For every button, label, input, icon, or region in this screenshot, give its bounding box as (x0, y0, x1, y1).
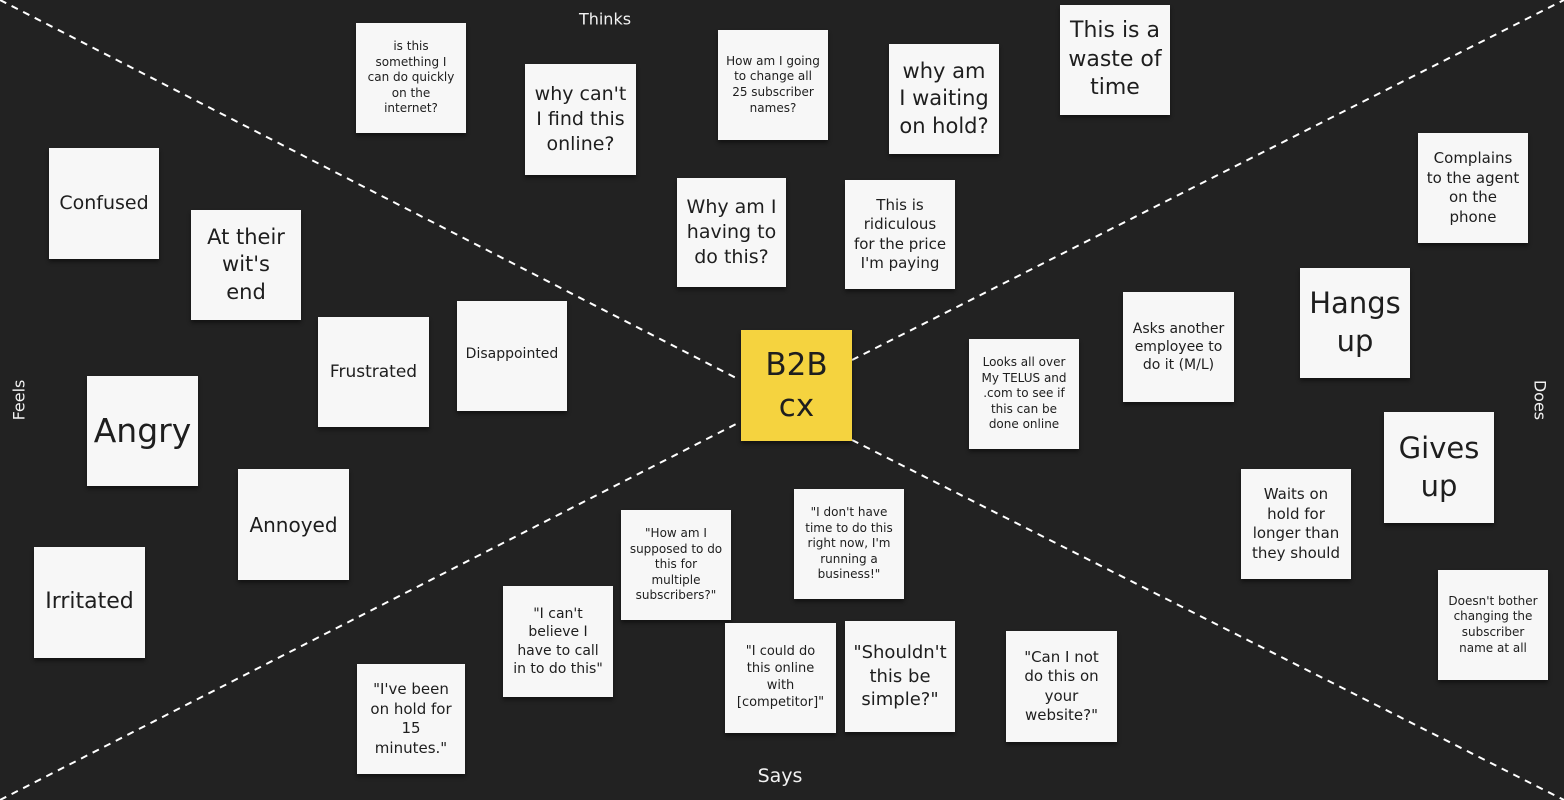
note-text: Waits on hold for longer than they shoul… (1252, 485, 1340, 562)
note-text: "I can't believe I have to call in to do… (513, 606, 603, 677)
sticky-note-does[interactable]: Complains to the agent on the phone (1418, 133, 1528, 243)
sticky-note-feels[interactable]: Irritated (34, 547, 145, 658)
note-text: Disappointed (465, 346, 559, 362)
divider-top-right (851, 0, 1564, 361)
sticky-note-does[interactable]: Asks another employee to do it (M/L) (1123, 292, 1234, 402)
note-text: "Shouldn't this be simple?" (853, 642, 947, 711)
note-text: Complains to the agent on the phone (1426, 149, 1520, 226)
sticky-note-says[interactable]: "Shouldn't this be simple?" (845, 621, 955, 732)
note-text: This is a waste of time (1068, 18, 1162, 101)
divider-bottom-right (851, 439, 1564, 800)
sticky-note-feels[interactable]: Frustrated (318, 317, 429, 427)
sticky-note-says[interactable]: "Can I not do this on your website?" (1006, 631, 1117, 742)
sticky-note-thinks[interactable]: How am I going to change all 25 subscrib… (718, 30, 828, 140)
note-text: Angry (93, 410, 192, 450)
note-text: "How am I supposed to do this for multip… (629, 526, 723, 603)
note-text: "I don't have time to do this right now,… (805, 505, 893, 582)
note-text: Why am I having to do this? (686, 196, 777, 268)
sticky-note-does[interactable]: Gives up (1384, 412, 1494, 523)
sticky-note-feels[interactable]: At their wit's end (191, 210, 301, 320)
note-text: Gives up (1398, 430, 1480, 503)
sticky-note-says[interactable]: "How am I supposed to do this for multip… (621, 510, 731, 620)
sticky-note-thinks[interactable]: This is a waste of time (1060, 5, 1170, 115)
sticky-note-feels[interactable]: Angry (87, 376, 198, 486)
note-text: This is ridiculous for the price I'm pay… (853, 195, 947, 273)
sticky-note-thinks[interactable]: This is ridiculous for the price I'm pay… (845, 180, 955, 289)
note-text: At their wit's end (207, 225, 285, 304)
note-text: Looks all over My TELUS and .com to see … (981, 355, 1067, 432)
sticky-note-thinks[interactable]: Why am I having to do this? (677, 178, 786, 287)
divider-bottom-left (0, 421, 741, 800)
sticky-note-does[interactable]: Waits on hold for longer than they shoul… (1241, 469, 1351, 579)
sticky-note-feels[interactable]: Annoyed (238, 469, 349, 580)
sticky-note-feels[interactable]: Disappointed (457, 301, 567, 411)
sticky-note-says[interactable]: "I can't believe I have to call in to do… (503, 586, 613, 697)
quadrant-label-thinks: Thinks (578, 9, 632, 29)
center-sticky-note[interactable]: B2B cx (741, 330, 852, 441)
sticky-note-says[interactable]: "I don't have time to do this right now,… (794, 489, 904, 599)
sticky-note-says[interactable]: "I've been on hold for 15 minutes." (357, 664, 465, 774)
note-text: why can't I find this online? (534, 83, 627, 155)
center-note-text: B2B cx (765, 347, 828, 424)
note-text: Asks another employee to do it (M/L) (1132, 320, 1225, 374)
sticky-note-thinks[interactable]: is this something I can do quickly on th… (356, 23, 466, 133)
note-text: Irritated (45, 589, 134, 615)
sticky-note-does[interactable]: Doesn't bother changing the subscriber n… (1438, 570, 1548, 680)
note-text: Frustrated (329, 361, 418, 382)
sticky-note-says[interactable]: "I could do this online with [competitor… (725, 623, 836, 733)
sticky-note-does[interactable]: Hangs up (1300, 268, 1410, 378)
quadrant-label-feels: Feels (9, 379, 29, 421)
quadrant-label-does: Does (1530, 379, 1550, 421)
note-text: Hangs up (1309, 286, 1401, 358)
quadrant-label-says: Says (757, 765, 803, 787)
note-text: why am I waiting on hold? (899, 59, 989, 138)
note-text: Annoyed (249, 512, 338, 537)
note-text: "I've been on hold for 15 minutes." (370, 680, 452, 757)
sticky-note-feels[interactable]: Confused (49, 148, 159, 259)
note-text: "I could do this online with [competitor… (736, 644, 825, 710)
note-text: How am I going to change all 25 subscrib… (726, 53, 820, 115)
note-text: is this something I can do quickly on th… (367, 39, 455, 116)
note-text: Confused (59, 192, 149, 215)
sticky-note-thinks[interactable]: why am I waiting on hold? (889, 44, 999, 154)
sticky-note-thinks[interactable]: why can't I find this online? (525, 64, 636, 175)
sticky-note-does[interactable]: Looks all over My TELUS and .com to see … (969, 339, 1079, 449)
note-text: Doesn't bother changing the subscriber n… (1448, 593, 1538, 655)
note-text: "Can I not do this on your website?" (1024, 647, 1099, 725)
divider-top-left (0, 0, 741, 381)
